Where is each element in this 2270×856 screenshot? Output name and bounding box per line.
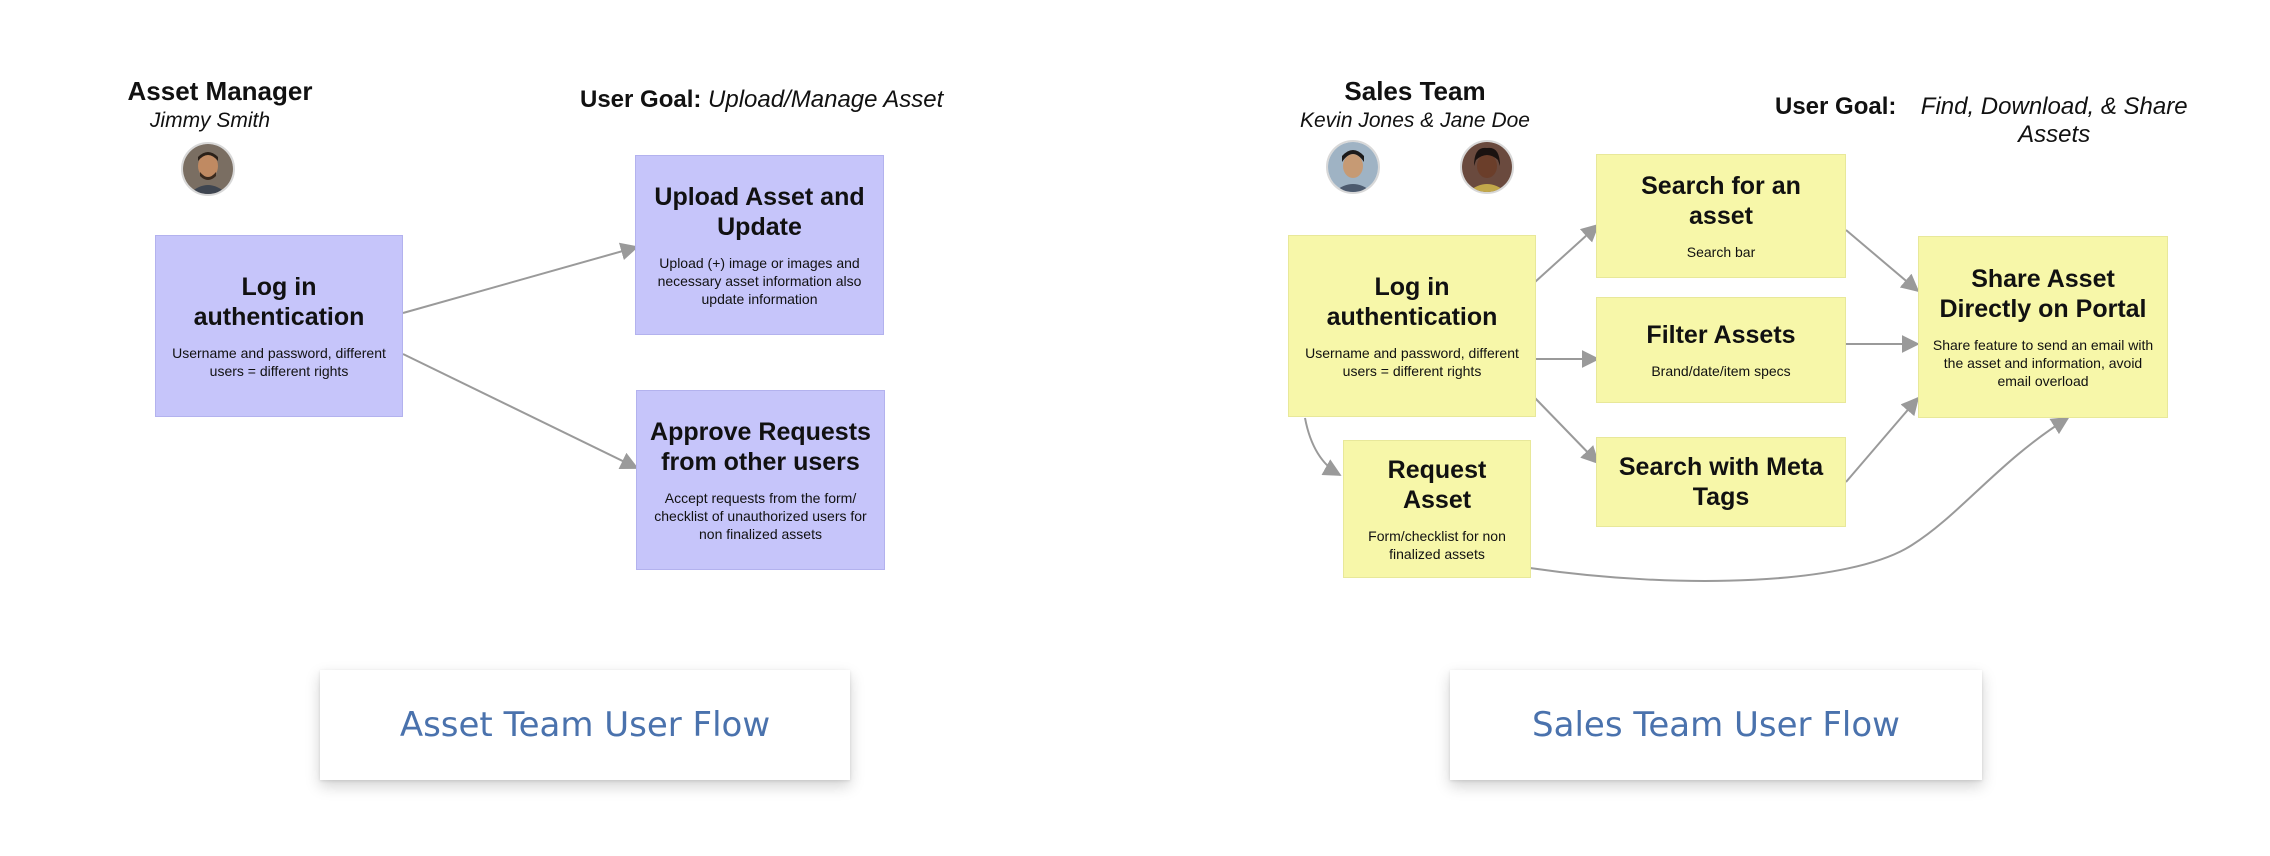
filter-assets-title: Filter Assets <box>1646 321 1796 349</box>
arrow-login-to-upload <box>402 242 639 314</box>
arrow-login-to-approve <box>402 353 639 469</box>
upload-asset-title: Upload Asset and Update <box>654 183 865 241</box>
upload-asset-desc: Upload (+) image or images and necessary… <box>657 255 862 307</box>
person-icon <box>1462 142 1512 192</box>
request-asset-desc: Form/checklist for non finalized assets <box>1368 528 1506 562</box>
share-asset-title: Share Asset Directly on Portal <box>1939 265 2147 323</box>
approve-requests-desc: Accept requests from the form/ checklist… <box>654 490 867 542</box>
share-asset-note: Share Asset Directly on Portal Share fea… <box>1918 236 2168 418</box>
sales-login-title: Log in authentication <box>1326 273 1498 331</box>
meta-tags-note: Search with Meta Tags <box>1596 437 1846 527</box>
asset-login-note: Log in authentication Username and passw… <box>155 235 403 417</box>
asset-login-title: Log in authentication <box>193 273 365 331</box>
arrow-search-to-share <box>1845 229 1920 293</box>
sales-user-goal: User Goal: Find, Download, & Share Asset… <box>1775 93 2200 149</box>
arrow-login-to-meta <box>1534 397 1600 465</box>
asset-login-desc: Username and password, different users =… <box>172 345 386 379</box>
meta-tags-title: Search with Meta Tags <box>1618 453 1824 511</box>
asset-role-title: Asset Manager <box>127 76 313 106</box>
sales-goal-label: User Goal: <box>1775 93 1897 120</box>
search-asset-title: Search for an asset <box>1641 172 1801 230</box>
arrow-meta-to-share <box>1845 396 1920 483</box>
asset-user-goal: User Goal: Upload/Manage Asset <box>580 86 943 114</box>
share-asset-desc: Share feature to send an email with the … <box>1932 337 2154 389</box>
arrow-login-to-search <box>1534 223 1600 283</box>
asset-flow-caption: Asset Team User Flow <box>320 670 850 780</box>
sales-flow-caption: Sales Team User Flow <box>1450 670 1982 780</box>
filter-assets-note: Filter Assets Brand/date/item specs <box>1596 297 1846 403</box>
approve-requests-note: Approve Requests from other users Accept… <box>636 390 885 570</box>
filter-assets-desc: Brand/date/item specs <box>1651 363 1791 379</box>
asset-goal-label: User Goal: <box>580 86 702 113</box>
sales-login-desc: Username and password, different users =… <box>1305 345 1519 379</box>
kevin-avatar <box>1326 140 1380 194</box>
jane-avatar <box>1460 140 1514 194</box>
sales-role-title: Sales Team <box>1344 76 1486 106</box>
arrow-login-to-request <box>1304 417 1342 476</box>
approve-requests-title: Approve Requests from other users <box>650 418 871 476</box>
asset-person-name: Jimmy Smith <box>149 109 271 132</box>
person-icon <box>1328 142 1378 192</box>
request-asset-title: Request Asset <box>1387 456 1487 514</box>
person-icon <box>183 144 233 194</box>
sales-people-names: Kevin Jones & Jane Doe <box>1300 109 1530 132</box>
upload-asset-note: Upload Asset and Update Upload (+) image… <box>635 155 884 335</box>
search-asset-note: Search for an asset Search bar <box>1596 154 1846 278</box>
request-asset-note: Request Asset Form/checklist for non fin… <box>1343 440 1531 578</box>
asset-goal-text: Upload/Manage Asset <box>708 86 944 113</box>
sales-goal-text: Find, Download, & Share Assets <box>1920 93 2188 148</box>
search-asset-desc: Search bar <box>1686 244 1756 260</box>
jimmy-avatar <box>181 142 235 196</box>
sales-login-note: Log in authentication Username and passw… <box>1288 235 1536 417</box>
